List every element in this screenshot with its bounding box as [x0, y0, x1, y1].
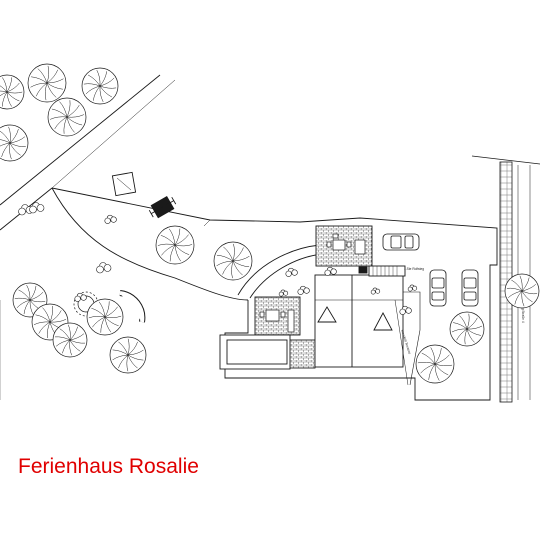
shrubs	[18, 202, 418, 315]
tree	[213, 241, 253, 281]
entrance-steps	[368, 265, 406, 277]
svg-text:1.Ste Rolfsteg: 1.Ste Rolfsteg	[404, 267, 424, 271]
site-plan-drawing: Rosmarinweg Straße 4	[0, 63, 540, 403]
shrub	[297, 285, 310, 295]
shrub	[370, 287, 381, 295]
shrub	[104, 214, 117, 224]
shrub	[399, 305, 412, 315]
trees	[0, 63, 540, 384]
shrub	[18, 204, 34, 216]
tree	[155, 225, 195, 265]
shrub	[96, 262, 112, 274]
tree	[52, 322, 88, 358]
page-title: Ferienhaus Rosalie	[18, 455, 199, 478]
site-plan: Rosmarinweg Straße 4	[0, 63, 540, 403]
tree	[0, 124, 29, 162]
shrub	[285, 267, 298, 277]
shrub	[407, 284, 418, 292]
car-2	[429, 269, 447, 307]
tree	[415, 344, 455, 384]
tree	[81, 67, 119, 105]
outbuilding	[219, 334, 291, 370]
road-diagonal	[0, 74, 161, 206]
playground	[111, 171, 177, 219]
tree	[27, 63, 67, 103]
walkway-curve	[237, 244, 321, 296]
svg-text:Hausfeld Terrasse: Hausfeld Terrasse	[400, 329, 412, 355]
shrub	[29, 202, 45, 214]
parked-cars	[382, 233, 479, 307]
tree	[47, 97, 87, 137]
tree	[0, 74, 25, 110]
bench-arc	[119, 290, 146, 323]
car-1	[382, 233, 420, 251]
shrub	[74, 292, 87, 302]
car-3	[461, 269, 479, 307]
tree	[449, 311, 485, 347]
tree	[504, 273, 540, 309]
shrub	[324, 266, 337, 276]
tree	[109, 336, 147, 374]
shrub	[278, 289, 289, 297]
playground-swing	[148, 195, 177, 219]
playground-sandbox	[111, 171, 137, 197]
tree	[86, 298, 124, 336]
